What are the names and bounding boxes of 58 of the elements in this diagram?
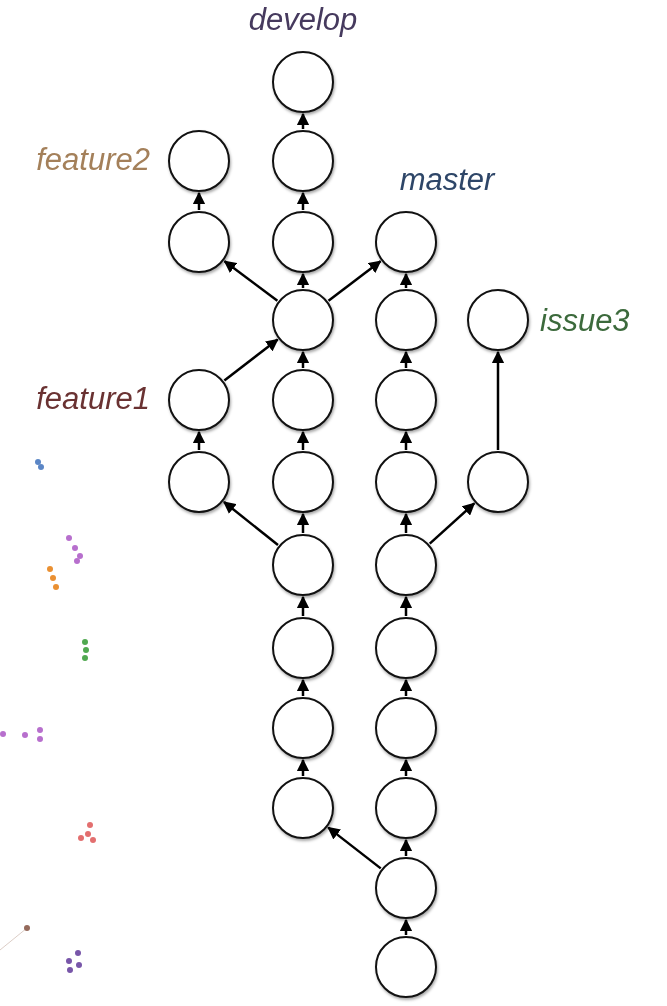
arrow [399,430,413,450]
commit-circle [375,451,437,513]
commit-circle [272,130,334,192]
commit-circle [375,289,437,351]
commit-circle [375,211,437,273]
commit-circle [168,130,230,192]
arrow [296,512,310,533]
arrow [296,758,310,776]
commit-circle [168,369,230,431]
arrow [192,191,206,210]
arrow [399,350,413,368]
arrow [296,595,310,616]
commit-circle [272,211,334,273]
arrow [192,430,206,450]
commit-circle [375,857,437,919]
commit-circle [375,369,437,431]
commit-circle [375,617,437,679]
commit-circle [375,697,437,759]
commit-circle [168,211,230,273]
arrow [223,338,279,382]
arrow [399,838,413,856]
arrow [296,112,310,129]
arrow [399,595,413,616]
arrow [327,826,382,870]
arrow [399,678,413,696]
commit-circle [375,534,437,596]
commit-circle [272,777,334,839]
arrow [223,260,279,302]
commit-circle [375,777,437,839]
commit-circle [272,697,334,759]
commit-circle [375,936,437,998]
arrow [399,758,413,776]
commit-circle [272,534,334,596]
branch-label: master [398,161,497,199]
commit-circle [467,289,529,351]
commit-circle [272,51,334,113]
branch-label: issue3 [540,302,631,340]
arrow [491,350,505,450]
arrow [399,272,413,288]
commit-circle [272,289,334,351]
commit-circle [272,369,334,431]
arrow [327,260,382,302]
arrow [399,512,413,533]
arrow [296,350,310,368]
arrow [296,430,310,450]
arrow [296,678,310,696]
commit-circle [272,617,334,679]
arrow [223,501,279,546]
arrow [428,502,476,545]
arrow [399,918,413,935]
branch-label: feature2 [35,141,150,179]
commit-circle [168,451,230,513]
arrow [296,191,310,210]
commit-circle [467,451,529,513]
branch-label: develop [247,1,359,39]
branch-label: feature1 [35,380,150,418]
arrow [296,272,310,288]
commit-circle [272,451,334,513]
